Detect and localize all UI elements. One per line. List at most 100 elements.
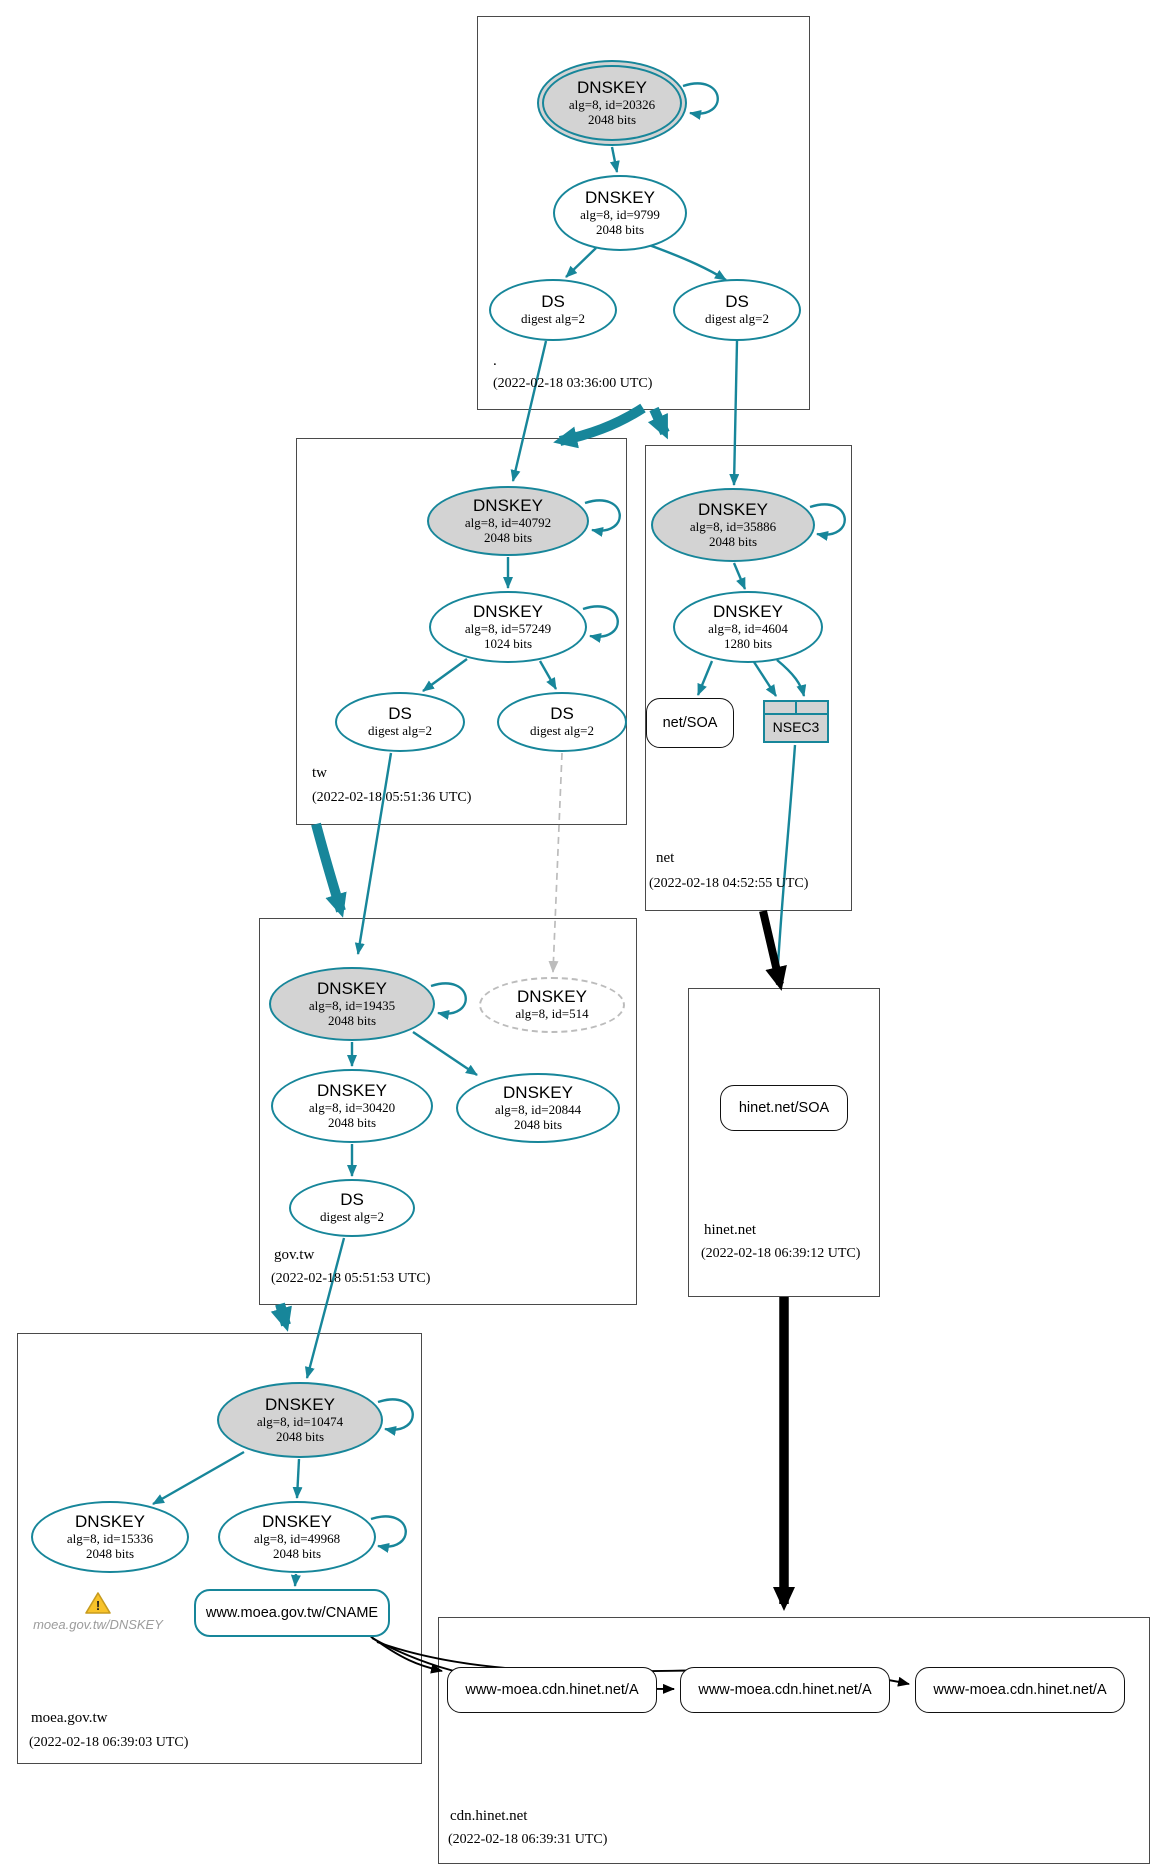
node-title: DNSKEY	[317, 1080, 387, 1100]
node-title: DS	[550, 704, 574, 724]
nsec3-header	[765, 702, 827, 715]
edge-root-ksk-zsk	[609, 146, 620, 173]
zone-box-tw	[296, 438, 627, 825]
node-cdn-a1[interactable]: www-moea.cdn.hinet.net/A	[447, 1667, 657, 1713]
node-detail: digest alg=2	[520, 311, 586, 327]
node-tw-ksk[interactable]: DNSKEY alg=8, id=40792 2048 bits	[427, 486, 589, 556]
node-title: DNSKEY	[503, 1082, 573, 1102]
edge-tw-zsk-ds2	[538, 660, 558, 690]
warning-icon: !	[84, 1591, 112, 1620]
node-detail: alg=8, id=20844	[494, 1101, 582, 1117]
zone-label-tw: tw	[312, 765, 327, 781]
rr-label: net/SOA	[662, 715, 718, 731]
node-tw-ds1[interactable]: DS digest alg=2	[335, 692, 465, 752]
node-detail: alg=8, id=10474	[256, 1413, 344, 1429]
node-detail: alg=8, id=15336	[66, 1530, 154, 1546]
node-moea-zsk1[interactable]: DNSKEY alg=8, id=15336 2048 bits	[31, 1501, 189, 1573]
node-root-zsk[interactable]: DNSKEY alg=8, id=9799 2048 bits	[553, 175, 687, 251]
zone-label-gov-tw: gov.tw	[274, 1247, 315, 1263]
edge-moea-ksk-zsk2	[292, 1458, 303, 1499]
edge-root-zsk-ds2	[648, 243, 727, 282]
node-moea-ksk[interactable]: DNSKEY alg=8, id=10474 2048 bits	[217, 1382, 383, 1458]
node-gov-missing-dnskey[interactable]: DNSKEY alg=8, id=514	[479, 977, 625, 1033]
node-net-soa[interactable]: net/SOA	[646, 698, 734, 748]
node-title: DS	[725, 292, 749, 312]
node-detail: alg=8, id=35886	[689, 518, 777, 534]
node-net-ksk[interactable]: DNSKEY alg=8, id=35886 2048 bits	[651, 488, 815, 562]
zone-label-cdn-hinet-net: cdn.hinet.net	[450, 1808, 528, 1824]
node-title: DNSKEY	[517, 987, 587, 1007]
node-title: DS	[340, 1190, 364, 1210]
node-title: DNSKEY	[698, 499, 768, 519]
node-moea-cname[interactable]: www.moea.gov.tw/CNAME	[194, 1589, 390, 1637]
rr-label: www-moea.cdn.hinet.net/A	[465, 1682, 639, 1698]
node-moea-zsk2[interactable]: DNSKEY alg=8, id=49968 2048 bits	[218, 1501, 376, 1573]
node-cdn-a2[interactable]: www-moea.cdn.hinet.net/A	[680, 1667, 890, 1713]
node-detail: 2048 bits	[483, 530, 533, 545]
node-net-nsec3[interactable]: NSEC3	[763, 700, 829, 743]
edge-net-zsk-soa	[696, 660, 714, 696]
zone-timestamp-net: (2022-02-18 04:52:55 UTC)	[649, 876, 809, 891]
node-gov-ksk[interactable]: DNSKEY alg=8, id=19435 2048 bits	[269, 967, 435, 1041]
node-detail: alg=8, id=49968	[253, 1530, 341, 1546]
node-hinet-soa[interactable]: hinet.net/SOA	[720, 1085, 848, 1131]
node-detail: 2048 bits	[275, 1429, 325, 1444]
node-detail: digest alg=2	[319, 1209, 385, 1225]
node-detail: 2048 bits	[327, 1115, 377, 1130]
node-gov-ds[interactable]: DS digest alg=2	[289, 1179, 415, 1237]
node-detail: alg=8, id=4604	[708, 620, 788, 636]
zone-box-moea-gov-tw	[17, 1333, 422, 1764]
node-title: DS	[388, 704, 412, 724]
node-root-ksk[interactable]: DNSKEY alg=8, id=20326 2048 bits	[537, 60, 687, 146]
node-title: DNSKEY	[265, 1394, 335, 1414]
node-tw-ds2[interactable]: DS digest alg=2	[497, 692, 627, 752]
zone-timestamp-root: (2022-02-18 03:36:00 UTC)	[493, 376, 653, 391]
node-tw-zsk[interactable]: DNSKEY alg=8, id=57249 1024 bits	[429, 591, 587, 663]
node-gov-zsk1[interactable]: DNSKEY alg=8, id=30420 2048 bits	[271, 1069, 433, 1143]
rr-label: www-moea.cdn.hinet.net/A	[698, 1682, 872, 1698]
warning-label: moea.gov.tw/DNSKEY	[33, 1617, 163, 1632]
edge-nsec3-hinet	[772, 744, 797, 983]
edge-moea-zsk2-selfloop	[370, 1515, 407, 1553]
node-title: DNSKEY	[262, 1511, 332, 1531]
node-detail: alg=8, id=514	[515, 1006, 589, 1022]
node-root-ds2[interactable]: DS digest alg=2	[673, 279, 801, 341]
delegation-root-net	[647, 406, 670, 440]
node-root-ds1[interactable]: DS digest alg=2	[489, 279, 617, 341]
edge-root-zsk-ds1	[565, 247, 597, 278]
node-title: DNSKEY	[577, 77, 647, 97]
edge-root-ds2-net-ksk	[729, 340, 740, 486]
node-detail: 2048 bits	[595, 222, 645, 237]
zone-timestamp-tw: (2022-02-18 05:51:36 UTC)	[312, 790, 472, 805]
node-detail: digest alg=2	[367, 723, 433, 739]
edge-moea-zsk2-cname	[290, 1573, 301, 1587]
node-detail: 2048 bits	[513, 1117, 563, 1132]
node-detail: 1024 bits	[483, 636, 533, 651]
rr-label: www.moea.gov.tw/CNAME	[205, 1605, 379, 1621]
delegation-tw-gov	[311, 822, 347, 918]
node-detail: alg=8, id=19435	[308, 997, 396, 1013]
node-detail: 2048 bits	[85, 1546, 135, 1561]
node-detail: digest alg=2	[704, 311, 770, 327]
zone-label-moea-gov-tw: moea.gov.tw	[31, 1710, 108, 1726]
node-title: DS	[541, 292, 565, 312]
node-title: DNSKEY	[473, 601, 543, 621]
edge-net-zsk-nsec3-a	[752, 661, 778, 697]
delegation-root-tw	[553, 403, 646, 449]
node-net-zsk[interactable]: DNSKEY alg=8, id=4604 1280 bits	[673, 591, 823, 663]
edge-moea-ksk-zsk1	[152, 1450, 245, 1506]
node-cdn-a3[interactable]: www-moea.cdn.hinet.net/A	[915, 1667, 1125, 1713]
node-detail: 1280 bits	[723, 636, 773, 651]
node-title: DNSKEY	[317, 978, 387, 998]
rr-label: www-moea.cdn.hinet.net/A	[933, 1682, 1107, 1698]
node-gov-zsk2[interactable]: DNSKEY alg=8, id=20844 2048 bits	[456, 1073, 620, 1143]
zone-box-gov-tw	[259, 918, 637, 1305]
node-title: DNSKEY	[585, 187, 655, 207]
nsec3-label: NSEC3	[772, 719, 820, 735]
zone-label-net: net	[656, 850, 675, 866]
edge-tw-ksk-selfloop	[584, 499, 621, 537]
edge-net-zsk-nsec3-b	[776, 659, 807, 697]
node-title: DNSKEY	[713, 601, 783, 621]
